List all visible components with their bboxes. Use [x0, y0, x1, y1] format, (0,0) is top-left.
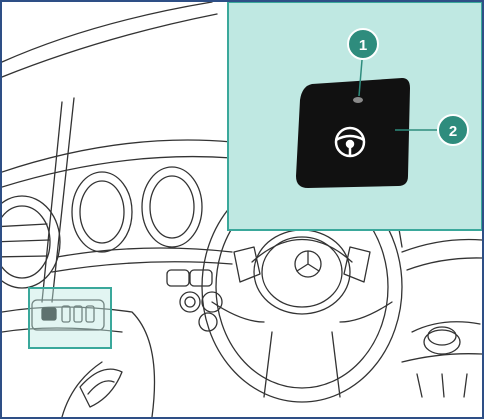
- svg-text:2: 2: [449, 123, 457, 140]
- gauge-right: [142, 167, 202, 247]
- gauge-left: [72, 172, 132, 252]
- svg-text:1: 1: [359, 37, 367, 54]
- callout-2: 2: [438, 115, 468, 145]
- rotary-controller: [424, 330, 460, 354]
- steering-wheel-hub: [254, 230, 350, 314]
- callout-1: 1: [348, 29, 378, 59]
- steering-wheel-button: [296, 78, 410, 188]
- indicator-lamp: [353, 97, 363, 103]
- a-pillar: [2, 2, 212, 62]
- highlight-box: [29, 288, 111, 348]
